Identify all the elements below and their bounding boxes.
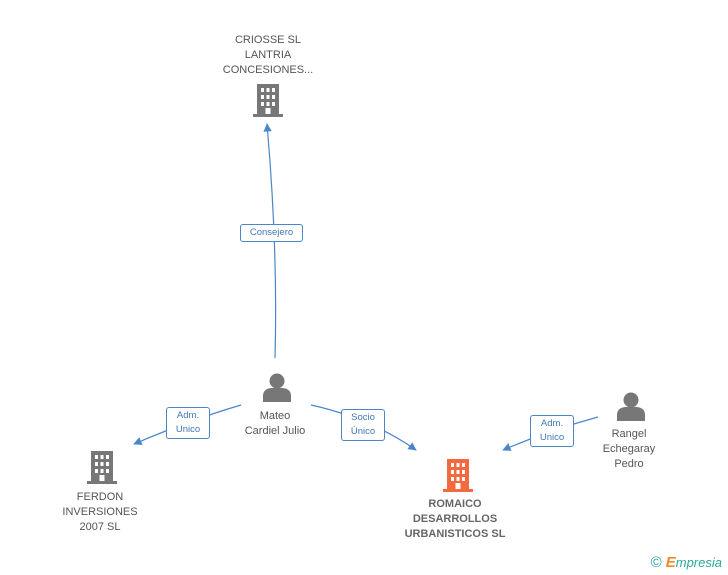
edge-label-adm-rangel[interactable]: Adm. Unico (530, 415, 574, 447)
main-company-label-romaico[interactable]: ROMAICO DESARROLLOS URBANISTICOS SL (404, 498, 506, 540)
building-icon[interactable] (253, 84, 283, 117)
brand-initial: E (665, 554, 676, 571)
person-label-rangel[interactable]: Rangel Echegaray Pedro (602, 428, 656, 470)
person-label-mateo[interactable]: Mateo Cardiel Julio (244, 410, 306, 437)
person-icon[interactable] (263, 373, 291, 403)
person-icon[interactable] (617, 392, 645, 422)
edge-label-adm-ferdon[interactable]: Adm. Unico (166, 407, 210, 439)
empresia-brand: © Empresia (651, 554, 722, 571)
company-label-criosse[interactable]: CRIOSSE SL LANTRIA CONCESIONES... (222, 34, 314, 76)
edge-label-socio-romaico[interactable]: Socio Único (341, 409, 385, 441)
main-building-icon[interactable] (443, 459, 473, 492)
company-label-ferdon[interactable]: FERDON INVERSIONES 2007 SL (62, 491, 138, 533)
edge-mateo-to-criosse (263, 123, 277, 359)
copyright-symbol: © (650, 554, 662, 571)
building-icon[interactable] (87, 451, 117, 484)
brand-name: mpresia (675, 555, 722, 570)
edge-label-consejero[interactable]: Consejero (240, 224, 303, 242)
